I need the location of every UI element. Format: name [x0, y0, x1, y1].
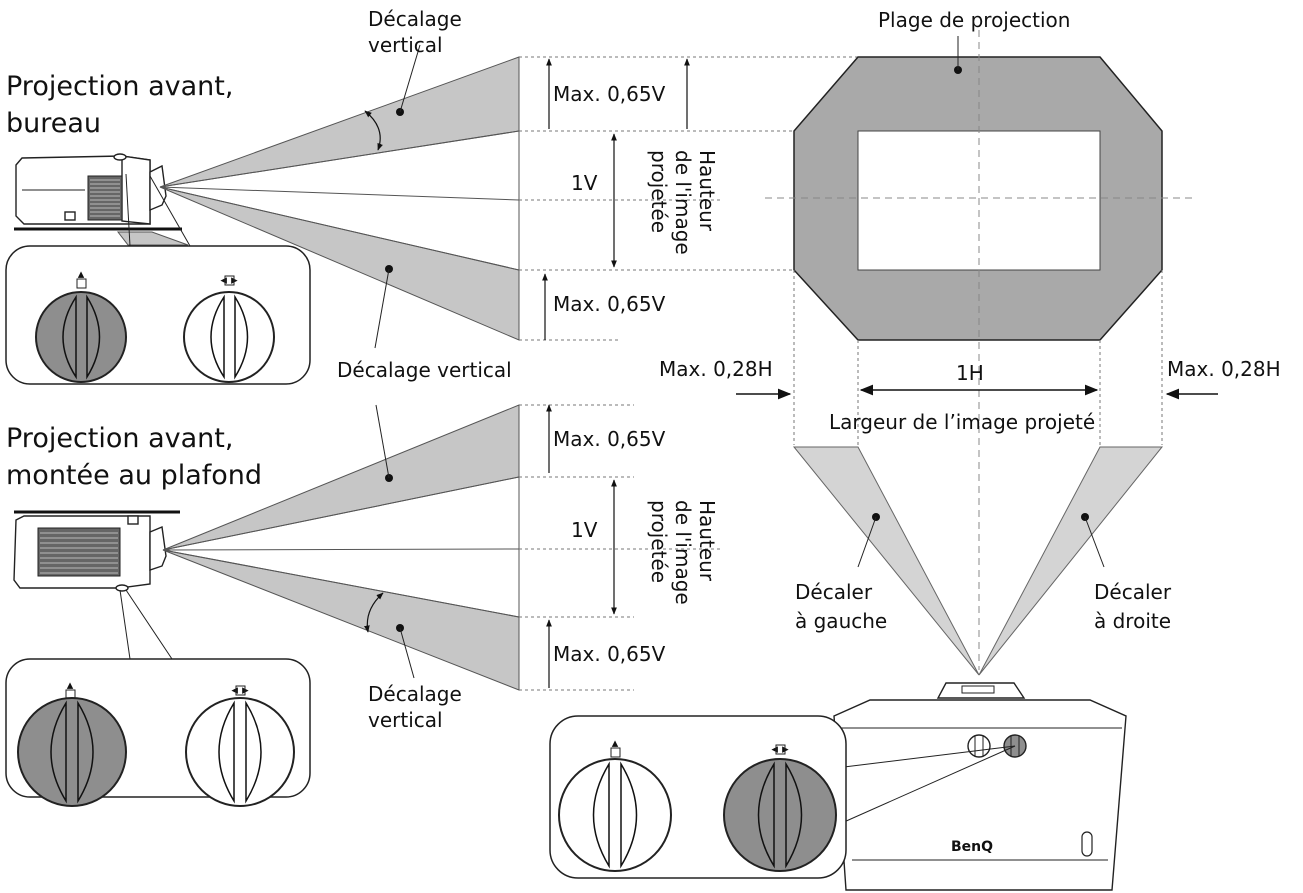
horizontal-shift-dial-icon: ◂ ▸	[723, 742, 837, 872]
horizontal-shift-dial-icon: ◂ ▸	[185, 683, 295, 807]
desk-shift-top-line2: vertical	[368, 33, 443, 57]
ceiling-title-line2: montée au plafond	[6, 460, 262, 491]
ceiling-dial-panel: ▴ ◂ ▸	[5, 589, 311, 807]
ceiling-projector	[13, 510, 180, 592]
svg-text:▴: ▴	[612, 736, 619, 751]
vertical-shift-dial-icon: ▴	[35, 267, 127, 383]
desk-max-v-bottom: Max. 0,65V	[553, 292, 666, 316]
ceiling-shift-bottom-line1: Décalage	[368, 682, 462, 706]
shift-left-line1: Décaler	[795, 580, 873, 604]
ceiling-height-label: Hauteur de l'image projetée	[647, 500, 719, 605]
desk-height-line3: projetée	[647, 150, 671, 233]
vertical-shift-dial-icon: ▴	[558, 736, 672, 872]
horizontal-beam	[792, 446, 1164, 676]
desk-height-line2: de l'image	[671, 150, 695, 255]
max-h-left: Max. 0,28H	[659, 357, 773, 381]
ceiling-height-line3: projetée	[647, 500, 671, 583]
desk-shift-top-line1: Décalage	[368, 7, 462, 31]
middle-shift-label: Décalage vertical	[337, 358, 512, 382]
svg-text:◂ ▸: ◂ ▸	[231, 683, 249, 698]
one-h: 1H	[956, 361, 984, 385]
ceiling-dimensions	[519, 404, 720, 691]
ceiling-max-v-top: Max. 0,65V	[553, 427, 666, 451]
desk-max-v-top: Max. 0,65V	[553, 82, 666, 106]
ceiling-max-v-bottom: Max. 0,65V	[553, 642, 666, 666]
vertical-shift-dial-icon: ▴	[17, 678, 127, 807]
ceiling-one-v: 1V	[571, 518, 598, 542]
desk-height-label: Hauteur de l'image projetée	[647, 150, 719, 255]
desk-dial-panel: ▴ ◂ ▸	[5, 173, 311, 385]
desk-title-line2: bureau	[6, 108, 101, 139]
width-label: Largeur de l’image projeté	[829, 410, 1095, 434]
svg-text:◂ ▸: ◂ ▸	[771, 742, 789, 757]
projection-range	[765, 30, 1195, 670]
desk-one-v: 1V	[571, 171, 598, 195]
desk-title-line1: Projection avant,	[6, 71, 233, 102]
projection-range-label: Plage de projection	[878, 8, 1070, 32]
desk-beam	[159, 56, 520, 341]
shift-left-line2: à gauche	[795, 609, 887, 633]
ceiling-height-line2: de l'image	[671, 500, 695, 605]
ceiling-beam	[162, 404, 520, 691]
svg-text:▴: ▴	[78, 267, 85, 282]
desk-dimensions	[519, 56, 864, 341]
shift-right-line2: à droite	[1094, 609, 1171, 633]
ceiling-height-line1: Hauteur	[695, 500, 719, 582]
max-h-right: Max. 0,28H	[1167, 357, 1281, 381]
front-projector: BenQ	[833, 682, 1127, 891]
shift-right-line1: Décaler	[1094, 580, 1172, 604]
desk-projector	[14, 153, 182, 231]
ceiling-shift-bottom-line2: vertical	[368, 708, 443, 732]
front-dial-panel: ▴ ◂ ▸	[549, 715, 847, 879]
svg-text:▴: ▴	[67, 678, 74, 693]
width-dimensions	[736, 384, 1218, 400]
svg-text:◂ ▸: ◂ ▸	[220, 273, 238, 288]
ceiling-title-line1: Projection avant,	[6, 423, 233, 454]
horizontal-shift-dial-icon: ◂ ▸	[183, 273, 275, 383]
brand-logo: BenQ	[951, 839, 993, 855]
desk-height-line1: Hauteur	[695, 150, 719, 232]
